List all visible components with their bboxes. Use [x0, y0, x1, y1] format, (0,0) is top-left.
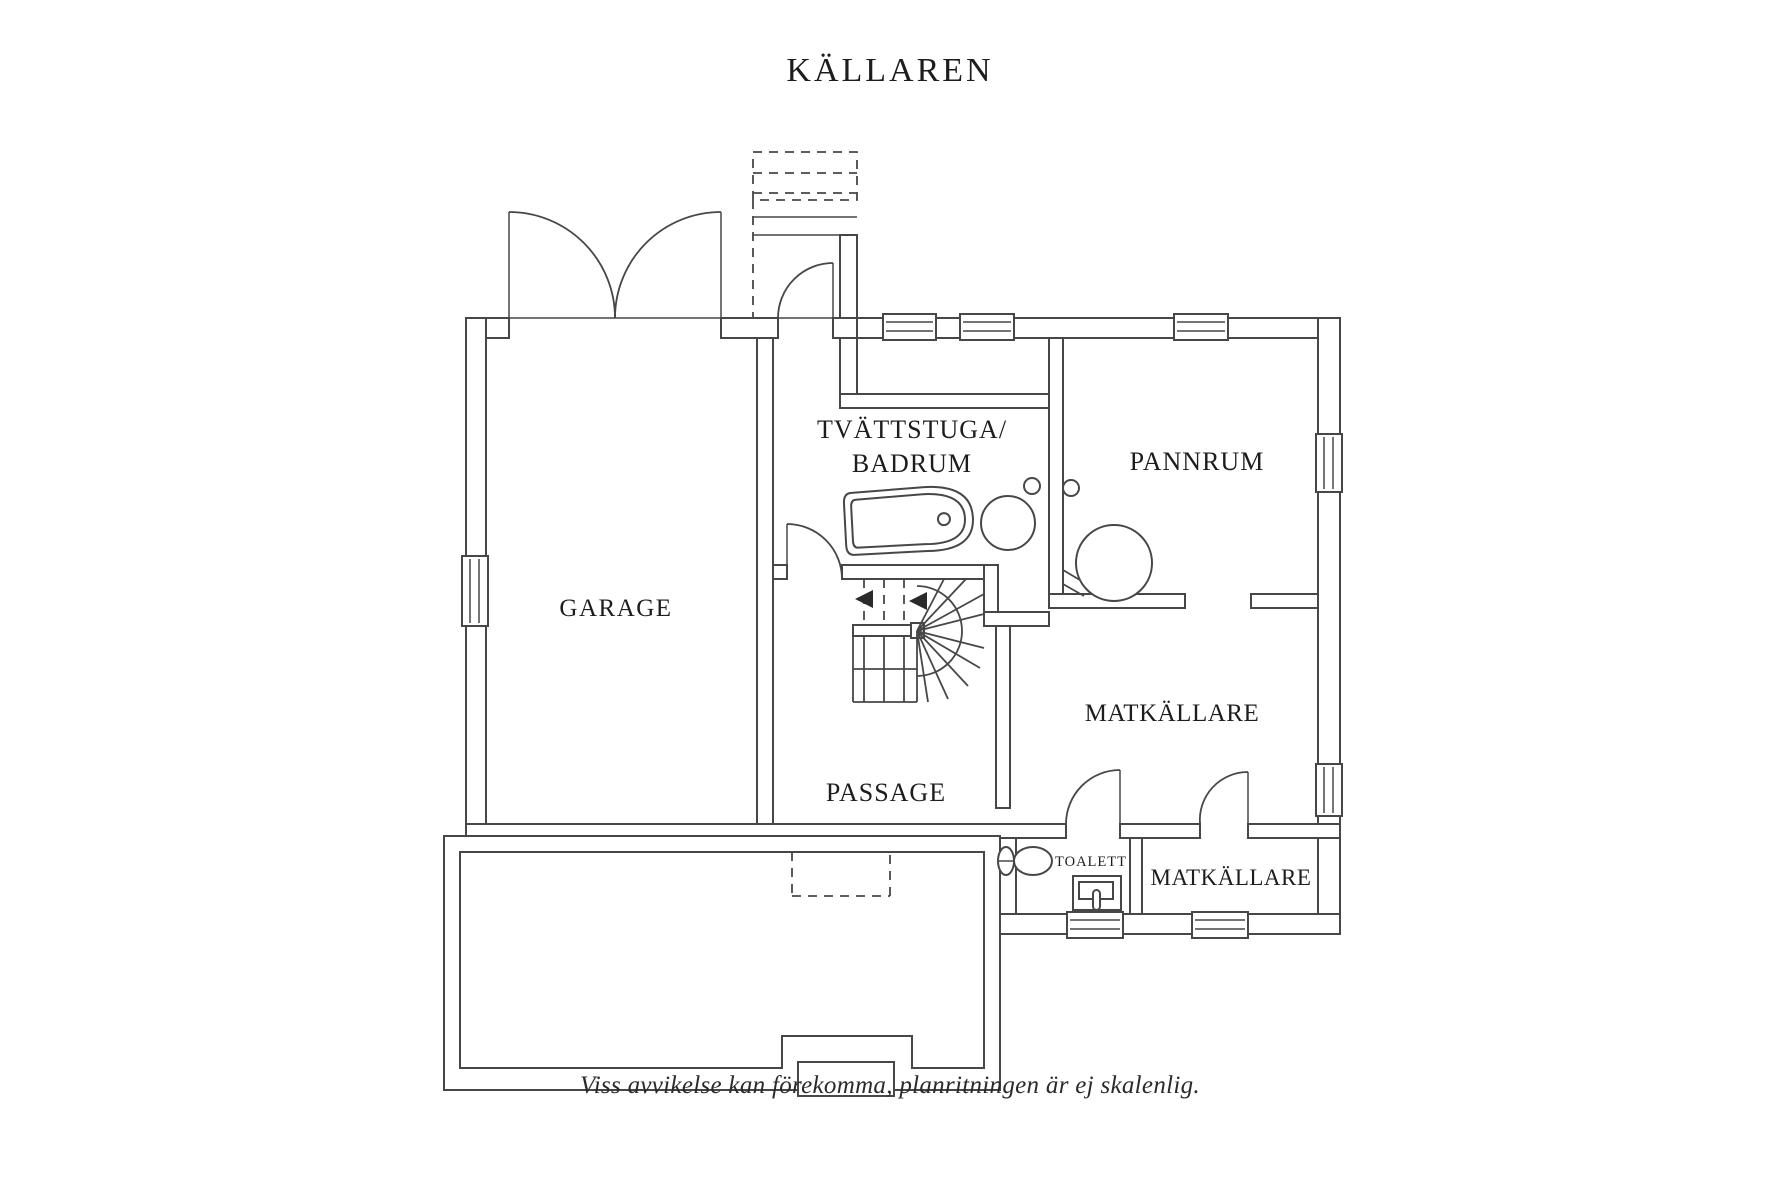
page-title: KÄLLAREN: [786, 52, 994, 89]
room-label-laundry-1: TVÄTTSTUGA/: [817, 415, 1007, 444]
round-sink-icon: [980, 495, 1036, 551]
room-labels: GARAGE TVÄTTSTUGA/ BADRUM PANNRUM PASSAG…: [559, 415, 1311, 890]
garage-door-right-arc: [614, 211, 722, 319]
disclaimer-caption: Viss avvikelse kan förekomma, planritnin…: [580, 1072, 1200, 1099]
tap-icon: [1092, 889, 1101, 911]
stair-handrail: [852, 624, 912, 637]
stair-direction-arrow-icon: [855, 590, 873, 608]
room-label-toilet: TOALETT: [1055, 854, 1127, 870]
doors: [508, 211, 1249, 825]
valve-icon: [1062, 479, 1080, 497]
boiler-icon: [1062, 524, 1153, 602]
dashed-outlines: [752, 151, 891, 897]
window-icon-top-3: [1173, 313, 1229, 341]
room-label-passage: PASSAGE: [826, 778, 946, 807]
pantry-door-arc: [1198, 771, 1249, 825]
garage-door-left-arc: [508, 211, 616, 319]
dashed-hatch-outline: [791, 852, 891, 897]
fixtures: [842, 477, 1153, 911]
window-icon-right-2: [1315, 763, 1343, 817]
bathtub-icon: [842, 485, 974, 556]
window-icon-bottom-1: [1066, 911, 1124, 939]
room-label-pantry-large: MATKÄLLARE: [1085, 700, 1259, 727]
window-icon-bottom-2: [1191, 911, 1249, 939]
walls: [443, 216, 1341, 1097]
window-icon-right-1: [1315, 433, 1343, 493]
valve-icon: [1023, 477, 1041, 495]
room-label-pantry-small: MATKÄLLARE: [1151, 865, 1312, 890]
washbasin-icon: [1072, 875, 1122, 911]
entry-steps-outline: [752, 151, 858, 201]
toilet-icon: [997, 846, 1053, 876]
stair-walkline-arc: [916, 585, 963, 677]
bathroom-door-arc: [786, 523, 843, 580]
windows: [461, 313, 1343, 939]
window-icon-top-2: [959, 313, 1015, 341]
staircase: [852, 578, 985, 703]
window-icon-top-1: [882, 313, 937, 341]
room-label-boiler-room: PANNRUM: [1130, 447, 1265, 476]
room-label-garage: GARAGE: [559, 595, 672, 622]
room-label-laundry-2: BADRUM: [852, 449, 972, 478]
toilet-door-arc: [1065, 769, 1121, 825]
stair-direction-arrow-icon: [909, 592, 927, 610]
entry-door-arc: [777, 262, 834, 319]
window-icon-left: [461, 555, 489, 627]
